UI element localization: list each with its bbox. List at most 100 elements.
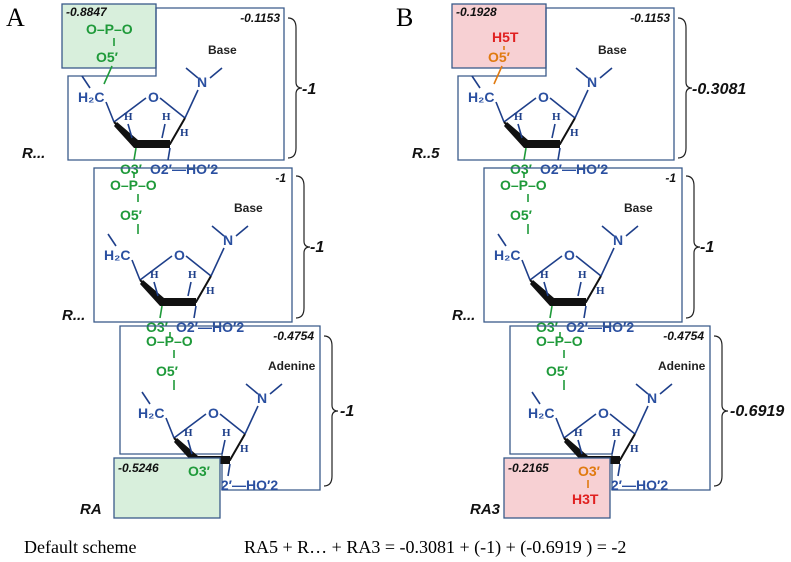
bond bbox=[517, 123, 523, 139]
bond bbox=[133, 147, 137, 161]
cap5-charge: -0.8847 bbox=[66, 5, 108, 19]
bond bbox=[577, 281, 582, 297]
o5-label-orange: O5′ bbox=[488, 49, 511, 65]
phosphate-label: O–P–O bbox=[146, 333, 193, 349]
bond bbox=[210, 247, 225, 277]
bond bbox=[235, 225, 249, 237]
h2c-label: H₂C bbox=[78, 89, 104, 105]
cap5-charge: -0.1928 bbox=[456, 5, 497, 19]
h2c-label: H₂C bbox=[528, 405, 554, 421]
h-c2: H bbox=[612, 427, 621, 439]
bond bbox=[634, 405, 649, 435]
residue-label: RA bbox=[80, 501, 102, 518]
h-c2: H bbox=[162, 111, 171, 123]
base-label: Base bbox=[208, 43, 237, 57]
bond bbox=[549, 97, 576, 119]
residue-label: R... bbox=[452, 307, 475, 324]
residue-label: R... bbox=[62, 307, 85, 324]
h2c-label: H₂C bbox=[494, 247, 520, 263]
n-label: N bbox=[647, 390, 657, 406]
n-label: N bbox=[613, 232, 623, 248]
bond bbox=[159, 305, 163, 319]
ring-oxygen: O bbox=[208, 405, 219, 421]
curly-brace bbox=[287, 17, 303, 159]
ring-wedge bbox=[504, 122, 560, 148]
base-label: Adenine bbox=[658, 359, 706, 373]
base-label: Base bbox=[598, 43, 627, 57]
phosphate-label: O–P–O bbox=[110, 177, 157, 193]
bond bbox=[583, 305, 587, 319]
bracket-charge: -0.6919 bbox=[730, 403, 784, 420]
bond bbox=[103, 65, 113, 85]
o2-ho2-label: O2′—HO′2 bbox=[566, 319, 634, 335]
segment-box bbox=[119, 325, 321, 491]
o3-label: O3′ bbox=[120, 161, 143, 177]
bond bbox=[193, 305, 197, 319]
residue-label: R..5 bbox=[412, 145, 440, 162]
ring-oxygen: O bbox=[174, 247, 185, 263]
bond bbox=[153, 281, 159, 297]
o5-label: O5′ bbox=[546, 363, 569, 379]
bond bbox=[549, 305, 553, 319]
o3-cap-label: O3′ bbox=[188, 463, 211, 479]
h-c1: H bbox=[206, 285, 215, 297]
bond bbox=[245, 383, 259, 395]
bond bbox=[611, 439, 616, 455]
bond bbox=[551, 123, 556, 139]
bracket-charge: -1 bbox=[340, 403, 354, 420]
segment-charge: -0.4754 bbox=[273, 329, 314, 343]
base-label: Base bbox=[624, 201, 653, 215]
ring-oxygen: O bbox=[598, 405, 609, 421]
bond bbox=[609, 413, 636, 435]
h-c3: H bbox=[514, 111, 523, 123]
bracket-charge: -0.3081 bbox=[692, 81, 746, 98]
bond bbox=[635, 383, 649, 395]
bond bbox=[471, 75, 481, 89]
h-c2: H bbox=[188, 269, 197, 281]
h-c3: H bbox=[124, 111, 133, 123]
h-c2: H bbox=[552, 111, 561, 123]
ring-oxygen: O bbox=[538, 89, 549, 105]
segment-charge: -1 bbox=[275, 171, 286, 185]
h2c-label: H₂C bbox=[104, 247, 130, 263]
bond bbox=[187, 439, 193, 455]
phosphate-label: O–P–O bbox=[86, 21, 133, 37]
bond bbox=[159, 97, 186, 119]
charge-equation: RA5 + R… + RA3 = -0.3081 + (-1) + (-0.69… bbox=[244, 537, 626, 558]
three-prime-cap-box bbox=[113, 457, 221, 519]
bond bbox=[269, 383, 283, 395]
bond bbox=[497, 233, 507, 247]
base-label: Base bbox=[234, 201, 263, 215]
five-prime-cap-box bbox=[61, 3, 157, 69]
phosphate-label: O–P–O bbox=[536, 333, 583, 349]
bond bbox=[523, 147, 527, 161]
h-c3: H bbox=[150, 269, 159, 281]
bond bbox=[113, 97, 147, 123]
bond bbox=[209, 67, 223, 79]
ring-wedge bbox=[140, 280, 196, 306]
segment-box bbox=[509, 325, 711, 491]
residue-label: RA3 bbox=[470, 501, 501, 518]
segment-box bbox=[93, 167, 293, 323]
bond bbox=[131, 259, 141, 281]
o5-label: O5′ bbox=[156, 363, 179, 379]
segment-box bbox=[457, 7, 675, 161]
h-c1: H bbox=[240, 443, 249, 455]
bond bbox=[659, 383, 673, 395]
o2-ho2-label: O2′—HO′2 bbox=[210, 477, 278, 493]
bond bbox=[617, 463, 621, 477]
bracket-charge: -1 bbox=[302, 81, 316, 98]
bond bbox=[543, 281, 549, 297]
segment-box bbox=[483, 167, 683, 323]
curly-brace bbox=[295, 175, 311, 319]
h2c-label: H₂C bbox=[138, 405, 164, 421]
ring-wedge bbox=[114, 122, 170, 148]
bond bbox=[503, 97, 537, 123]
bond bbox=[105, 101, 115, 123]
segment-charge: -0.1153 bbox=[240, 11, 280, 25]
bond bbox=[577, 439, 583, 455]
h-c3: H bbox=[184, 427, 193, 439]
o2-ho2-label: O2′—HO′2 bbox=[176, 319, 244, 335]
n-label: N bbox=[587, 74, 597, 90]
